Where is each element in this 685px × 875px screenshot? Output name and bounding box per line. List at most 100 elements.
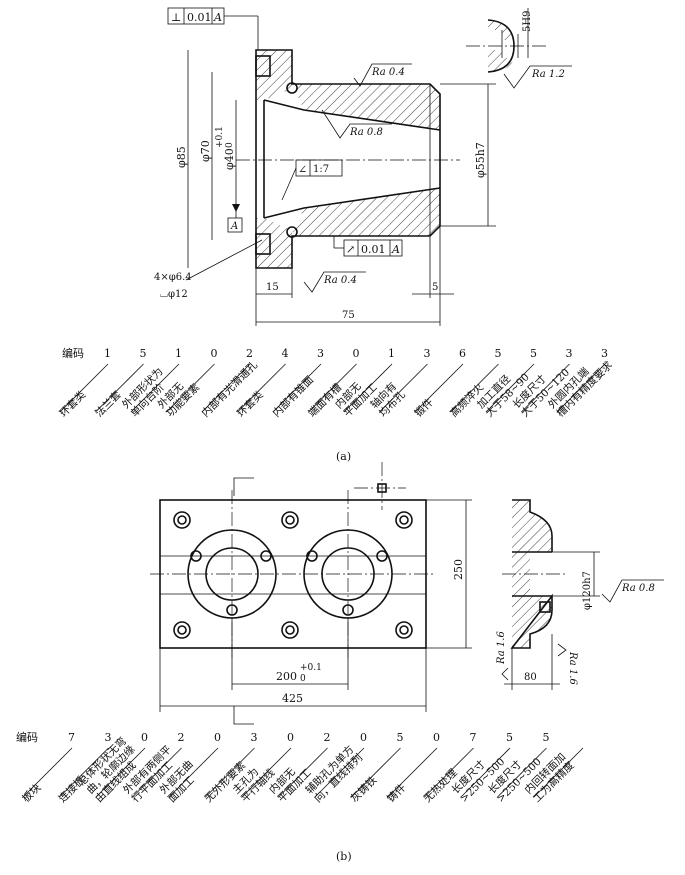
a-code-11: 6 bbox=[459, 347, 466, 360]
datum-triangle bbox=[232, 204, 240, 212]
dim-key: 5H9 bbox=[522, 11, 533, 32]
taper-bottom bbox=[263, 187, 441, 219]
b-feature-line: 铸件 bbox=[384, 781, 408, 805]
a-code-15: 3 bbox=[601, 347, 608, 360]
perp-datum: A bbox=[213, 11, 222, 24]
a-feature-line: 环套类 bbox=[57, 388, 89, 420]
dim-phi85: φ85 bbox=[175, 146, 188, 168]
figure-b: 250 200 +0.1 0 425 φ120h7 Ra 0.8 80 Ra 1… bbox=[150, 462, 664, 725]
dim-phi55: φ55h7 bbox=[474, 142, 487, 178]
section-mark-bottom bbox=[233, 706, 254, 725]
figure-a: ⊥ 0.01 A φ85 φ70 φ40 +0.1 0 A ∠ 1:7 bbox=[154, 7, 572, 326]
a-leader-4 bbox=[166, 363, 215, 413]
b-leader-13 bbox=[460, 747, 511, 798]
a-code-7: 3 bbox=[317, 347, 324, 360]
dim-phi70: φ70 bbox=[199, 140, 212, 162]
a-code-4: 0 bbox=[211, 347, 218, 360]
ra08-b: Ra 0.8 bbox=[601, 579, 664, 603]
counterbore-top bbox=[255, 55, 271, 77]
code-label-b: 编码 bbox=[16, 730, 38, 744]
a-leader-15 bbox=[556, 363, 606, 413]
b-code-6: 3 bbox=[251, 731, 258, 744]
b-leader-15 bbox=[533, 747, 584, 798]
dim-holes: 4×φ6.4 bbox=[154, 272, 192, 283]
datum-box bbox=[227, 217, 243, 233]
b-code-14: 5 bbox=[543, 731, 550, 744]
a-leader-12 bbox=[450, 363, 499, 413]
runout-value: 0.01 bbox=[361, 243, 386, 256]
b-code-5: 0 bbox=[214, 731, 221, 744]
b-leader-9 bbox=[314, 747, 365, 798]
ra04-top-text: Ra 0.4 bbox=[371, 67, 405, 78]
b-code-11: 0 bbox=[433, 731, 440, 744]
b-leader-12 bbox=[423, 747, 474, 798]
ra16-right: Ra 1.6 bbox=[567, 651, 578, 685]
a-leader-2 bbox=[95, 363, 144, 413]
ra04-bottom-text: Ra 0.4 bbox=[323, 275, 357, 286]
body-top-hatch bbox=[292, 84, 440, 130]
counterbore-bottom bbox=[255, 233, 271, 255]
dim-250: 250 bbox=[452, 559, 465, 580]
perpendicularity-frame: ⊥ 0.01 A bbox=[167, 7, 259, 50]
a-leader-7 bbox=[272, 363, 322, 413]
code-label-a: 编码 bbox=[62, 346, 84, 360]
b-leader-3 bbox=[95, 747, 146, 798]
key-detail: 5H9 Ra 1.2 bbox=[466, 8, 572, 89]
b-feature-line: 灰铸铁 bbox=[348, 773, 380, 805]
b-code-7: 0 bbox=[287, 731, 294, 744]
b-leader-5 bbox=[168, 747, 219, 798]
dim-75: 75 bbox=[342, 310, 355, 321]
b-leader-8 bbox=[277, 747, 328, 798]
a-leader-13 bbox=[485, 363, 535, 413]
ra04-top: Ra 0.4 bbox=[353, 63, 412, 87]
dim-200-upper: +0.1 bbox=[300, 663, 322, 673]
dim-15: 15 bbox=[266, 282, 279, 293]
a-code-14: 3 bbox=[566, 347, 573, 360]
bore-left bbox=[205, 547, 259, 601]
a-feature-line: 环套类 bbox=[234, 388, 266, 420]
a-code-5: 2 bbox=[246, 347, 253, 360]
dim-425: 425 bbox=[282, 692, 303, 705]
angle-value: 1:7 bbox=[313, 164, 329, 175]
a-code-3: 1 bbox=[175, 347, 182, 360]
a-code-12: 5 bbox=[495, 347, 502, 360]
b-code-2: 3 bbox=[105, 731, 112, 744]
dim-phi40-lower: 0 bbox=[225, 142, 235, 148]
ra08-text: Ra 0.8 bbox=[349, 127, 383, 138]
a-code-2: 5 bbox=[140, 347, 147, 360]
b-leader-6 bbox=[204, 747, 255, 798]
side-outline bbox=[510, 499, 553, 649]
angle-frame: ∠ 1:7 bbox=[281, 159, 343, 201]
b-code-8: 2 bbox=[324, 731, 331, 744]
b-leader-10 bbox=[350, 747, 401, 798]
section-mark-top bbox=[233, 477, 254, 496]
bore-right bbox=[321, 547, 375, 601]
a-leader-14 bbox=[521, 363, 570, 413]
a-code-8: 0 bbox=[353, 347, 360, 360]
a-feature-1: 环套类 bbox=[57, 388, 89, 420]
caption-b: (b) bbox=[336, 850, 352, 863]
b-feature-11: 铸件 bbox=[384, 781, 408, 805]
groove-bottom bbox=[286, 226, 298, 238]
ra08-b-text: Ra 0.8 bbox=[621, 583, 655, 594]
b-leader-4 bbox=[131, 747, 182, 798]
bolt-holes bbox=[173, 511, 413, 639]
a-leader-11 bbox=[414, 363, 464, 413]
datum-label: A bbox=[230, 221, 238, 232]
dim-counterbore: ⌴φ12 bbox=[160, 289, 188, 300]
a-leader-5 bbox=[201, 363, 251, 413]
angle-symbol: ∠ bbox=[298, 163, 307, 176]
a-leader-3 bbox=[130, 363, 180, 413]
side-hatch bbox=[512, 500, 552, 648]
b-leader-7 bbox=[241, 747, 292, 798]
b-code-1: 7 bbox=[68, 731, 75, 744]
b-code-13: 5 bbox=[506, 731, 513, 744]
a-feature-2: 法兰套 bbox=[92, 388, 124, 420]
a-code-1: 1 bbox=[104, 347, 111, 360]
caption-a: (a) bbox=[336, 450, 351, 463]
ra04-bottom: Ra 0.4 bbox=[303, 271, 366, 293]
